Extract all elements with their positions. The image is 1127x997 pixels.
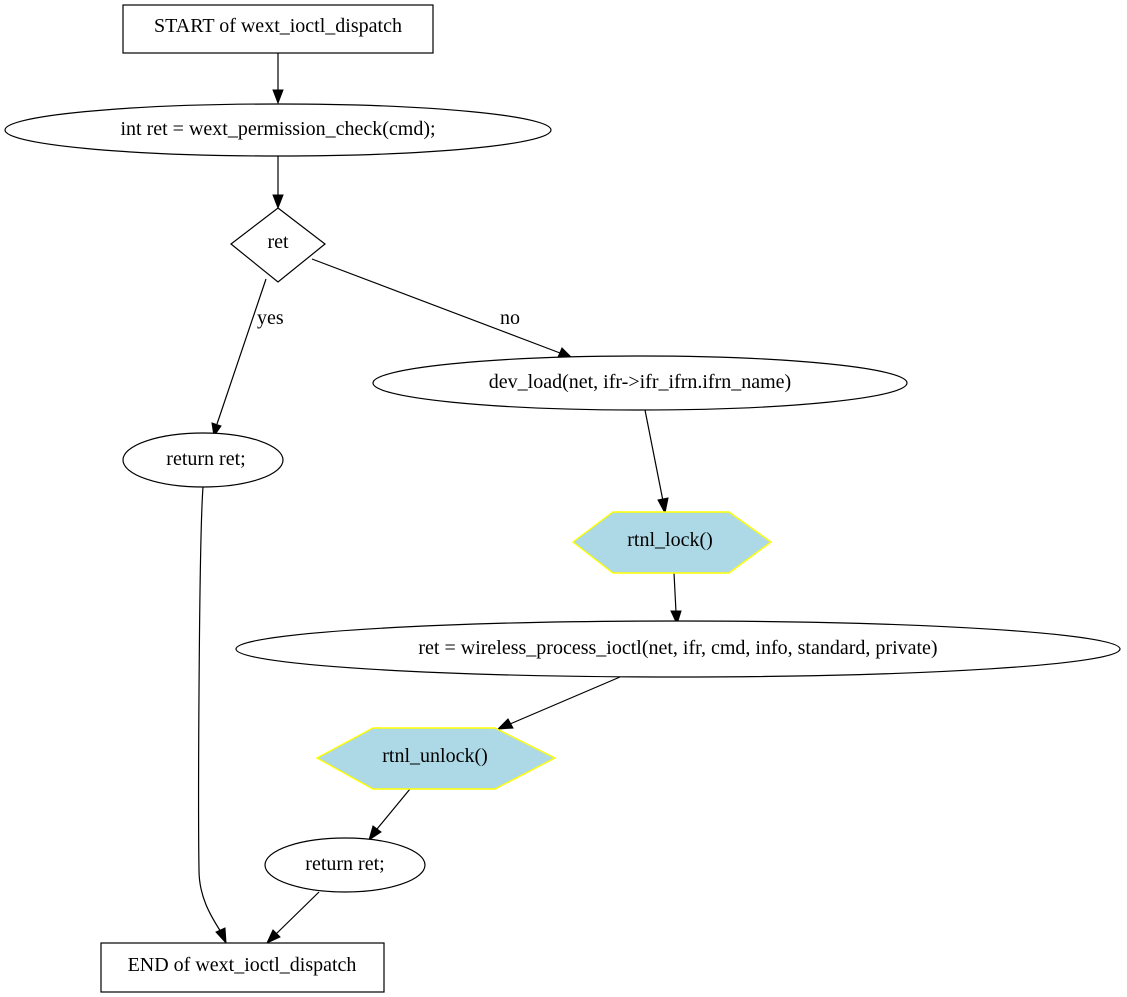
edge-dev-load-to-rtnl-lock — [644, 409, 669, 515]
edge-ret-yes-to-return — [211, 278, 267, 438]
node-return-ret-right-label: return ret; — [305, 853, 384, 875]
edges — [198, 53, 682, 945]
edge-return-right-to-end — [265, 891, 320, 945]
edge-rtnl-unlock-to-return — [368, 788, 411, 842]
edge-wireless-process-to-rtnl-unlock — [496, 676, 621, 730]
node-rtnl-unlock-label: rtnl_unlock() — [382, 745, 488, 767]
node-wireless-process: ret = wireless_process_ioctl(net, ifr, c… — [235, 620, 1121, 678]
node-return-ret-left-label: return ret; — [166, 448, 245, 470]
edge-permission-check-to-ret — [272, 156, 284, 210]
edge-start-to-permission-check — [272, 53, 284, 105]
node-start-label: START of wext_ioctl_dispatch — [154, 15, 402, 37]
node-ret-decision: ret — [230, 207, 326, 283]
node-return-ret-right: return ret; — [264, 837, 426, 893]
edge-return-left-to-end — [198, 486, 227, 945]
node-dev-load: dev_load(net, ifr->ifr_ifrn.ifrn_name) — [372, 355, 908, 411]
node-start: START of wext_ioctl_dispatch — [122, 4, 434, 54]
node-permission-check-label: int ret = wext_permission_check(cmd); — [120, 118, 435, 140]
edge-rtnl-lock-to-wireless-process — [670, 572, 682, 626]
node-rtnl-unlock: rtnl_unlock() — [315, 727, 557, 790]
node-wireless-process-label: ret = wireless_process_ioctl(net, ifr, c… — [418, 637, 937, 659]
edge-ret-no-to-dev-load — [311, 258, 574, 359]
node-return-ret-left: return ret; — [122, 432, 284, 488]
node-ret-decision-label: ret — [267, 231, 289, 253]
edge-label-yes: yes — [257, 307, 284, 329]
node-permission-check: int ret = wext_permission_check(cmd); — [4, 103, 552, 157]
node-rtnl-lock: rtnl_lock() — [571, 511, 773, 574]
node-end-label: END of wext_ioctl_dispatch — [128, 954, 357, 976]
node-rtnl-lock-label: rtnl_lock() — [627, 529, 713, 551]
node-dev-load-label: dev_load(net, ifr->ifr_ifrn.ifrn_name) — [489, 371, 791, 393]
edge-label-no: no — [500, 307, 520, 329]
node-end: END of wext_ioctl_dispatch — [100, 942, 385, 993]
